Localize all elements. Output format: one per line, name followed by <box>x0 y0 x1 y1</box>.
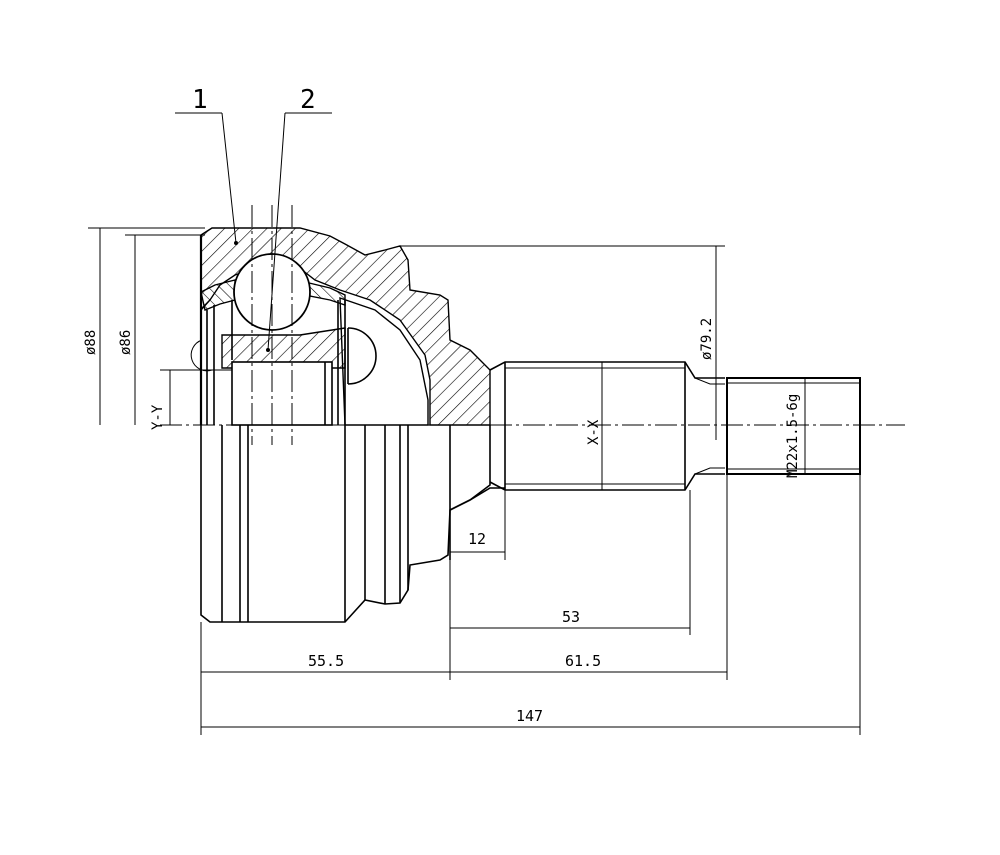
dim-dia86: ø86 <box>118 330 134 355</box>
thread-section <box>726 377 861 475</box>
housing-section <box>190 227 725 426</box>
callout-1-label: 1 <box>192 85 208 115</box>
dim-147: 147 <box>516 707 543 725</box>
section-x-label: X-X <box>586 419 602 445</box>
dim-53: 53 <box>562 608 580 626</box>
stub-shaft <box>489 361 861 491</box>
shaft-dia-dimension: ø79.2 X-X M22x1.5-6g <box>586 246 801 478</box>
dim-12: 12 <box>468 530 486 548</box>
housing-exterior <box>200 425 505 623</box>
dim-dia79: ø79.2 <box>699 318 715 360</box>
callouts: 1 2 <box>175 85 332 352</box>
bore-arc <box>347 327 377 385</box>
section-y-label: Y-Y <box>150 404 166 430</box>
callout-2-label: 2 <box>300 85 316 115</box>
bottom-dimensions: 12 53 55.5 61.5 147 <box>200 474 861 735</box>
inner-race-bore <box>231 361 333 426</box>
left-dimensions: ø88 ø86 Y-Y <box>83 227 232 430</box>
dim-61-5: 61.5 <box>565 652 601 670</box>
center-lines <box>160 205 905 445</box>
dim-55-5: 55.5 <box>308 652 344 670</box>
thread-label: M22x1.5-6g <box>785 394 801 478</box>
dim-dia88: ø88 <box>83 330 99 355</box>
